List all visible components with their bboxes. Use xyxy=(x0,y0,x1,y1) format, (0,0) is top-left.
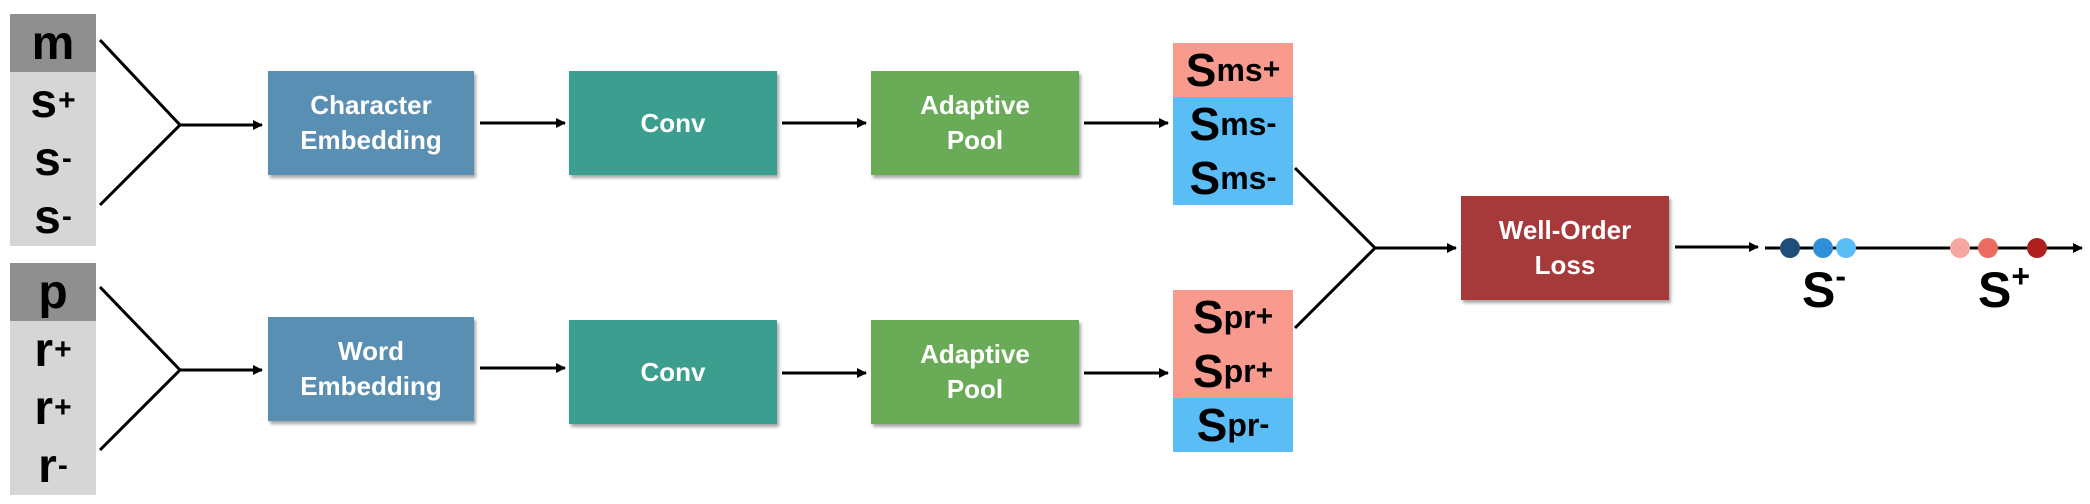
axis-dot xyxy=(2027,238,2047,258)
s-minus-label: S- xyxy=(1802,258,1847,318)
input-token-p: p xyxy=(10,263,96,321)
top-adaptive-pool-box: Adaptive Pool xyxy=(871,71,1079,175)
input-token-s-minus: s- xyxy=(34,132,72,186)
top-conv-box: Conv xyxy=(569,71,777,175)
well-order-loss-box: Well-Order Loss xyxy=(1461,196,1669,300)
bottom-conv-box: Conv xyxy=(569,320,777,424)
bottom-input-stack: p r+ r+ r- xyxy=(10,263,96,495)
axis-dot xyxy=(1836,238,1856,258)
top-fork-connector xyxy=(98,38,183,207)
merge-connector xyxy=(1293,166,1378,330)
bottom-fork-connector xyxy=(98,285,183,452)
axis-dot xyxy=(1813,238,1833,258)
top-input-stack: m s+ s- s- xyxy=(10,14,96,246)
character-embedding-box: Character Embedding xyxy=(268,71,474,175)
input-token-s-minus: s- xyxy=(34,190,72,244)
input-token-s-plus: s+ xyxy=(30,74,76,128)
input-token-r-plus: r+ xyxy=(34,323,72,377)
axis-dot xyxy=(1780,238,1800,258)
axis-dot xyxy=(1978,238,1998,258)
bottom-adaptive-pool-box: Adaptive Pool xyxy=(871,320,1079,424)
input-token-r-plus: r+ xyxy=(34,381,72,435)
word-embedding-box: Word Embedding xyxy=(268,317,474,421)
input-token-m: m xyxy=(10,14,96,72)
s-plus-label: S+ xyxy=(1978,258,2031,318)
input-token-r-minus: r- xyxy=(38,439,68,493)
axis-dot xyxy=(1950,238,1970,258)
